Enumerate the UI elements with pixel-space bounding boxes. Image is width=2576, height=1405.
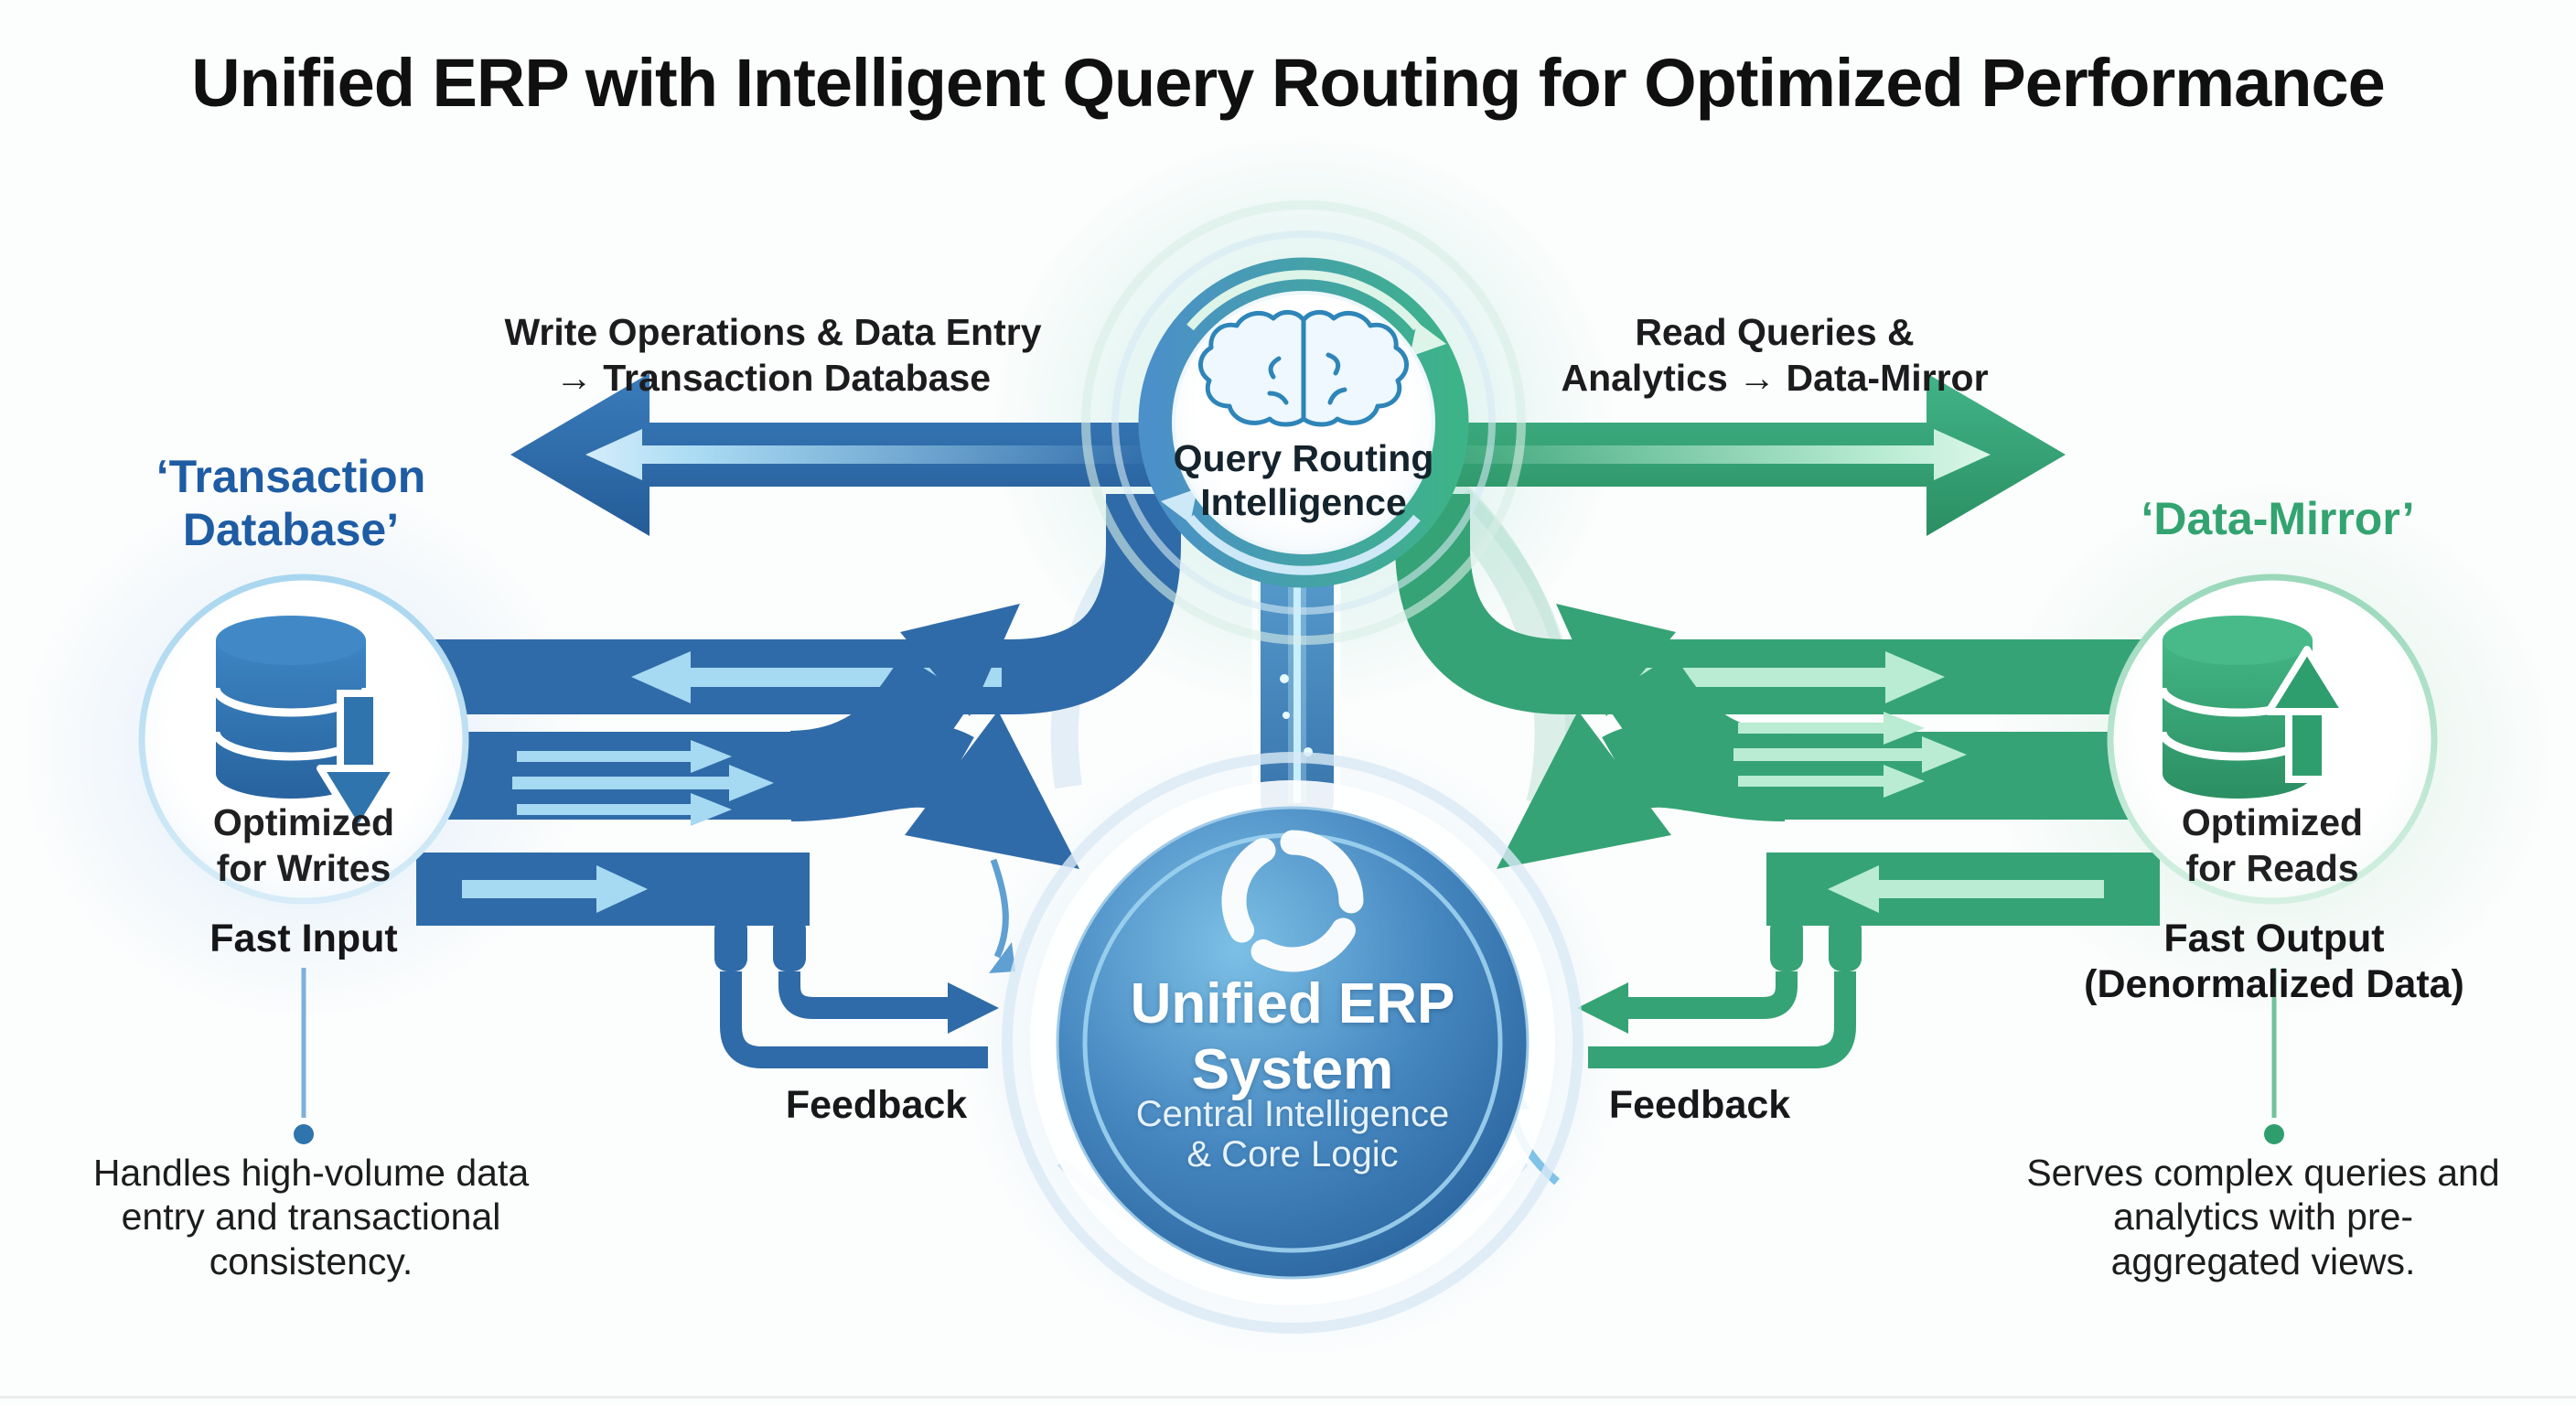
- query-router-name-line1: Query Routing: [1173, 437, 1434, 479]
- transaction-db-badge-line1: Optimized: [212, 801, 395, 843]
- read-split-arrow: [1497, 604, 2155, 869]
- read-return-band: [1395, 494, 2151, 714]
- brain-icon: [1198, 310, 1409, 427]
- read-flow-arrow: [1409, 373, 2066, 536]
- erp-name-line1: Unified ERP: [1130, 972, 1455, 1035]
- database-write-icon: [211, 616, 401, 834]
- transaction-db-description: Handles high-volume data entry and trans…: [92, 1152, 530, 1282]
- read-path-label-line1: Read Queries &: [1635, 311, 1915, 353]
- feedback-label-right: Feedback: [1608, 1083, 1791, 1127]
- write-path-label-line1: Write Operations & Data Entry: [504, 311, 1042, 353]
- feedback-label-left: Feedback: [785, 1083, 968, 1127]
- transaction-db-heading-line2: Database’: [182, 504, 400, 555]
- erp-circle: [1002, 752, 1583, 1334]
- read-path-label-line2: Analytics → Data-Mirror: [1561, 357, 1989, 399]
- data-mirror-tagline-line2: (Denormalized Data): [2084, 962, 2464, 1006]
- transaction-db-heading-line1: ‘Transaction: [156, 451, 426, 502]
- write-path-label-line2: → Transaction Database: [554, 357, 992, 399]
- write-flow-arrow: [510, 373, 1180, 536]
- erp-subtitle-line2: & Core Logic: [1186, 1134, 1399, 1174]
- query-router-name-line2: Intelligence: [1200, 481, 1407, 523]
- data-mirror-badge-line2: for Reads: [2185, 847, 2359, 889]
- page-title: Unified ERP with Intelligent Query Routi…: [191, 45, 2386, 121]
- bottom-edge-line: [0, 1396, 2576, 1399]
- write-split-arrow: [421, 604, 1079, 869]
- transaction-db-tagline: Fast Input: [209, 917, 398, 960]
- data-mirror-description: Serves complex queries and analytics wit…: [2026, 1152, 2500, 1282]
- connector-left: [294, 968, 314, 1144]
- data-mirror-badge-line1: Optimized: [2181, 801, 2364, 843]
- transaction-db-badge-line2: for Writes: [216, 847, 392, 889]
- data-mirror-tagline-line1: Fast Output: [2163, 917, 2385, 960]
- erp-subtitle-line1: Central Intelligence: [1135, 1094, 1450, 1134]
- erp-name-line2: System: [1191, 1038, 1394, 1101]
- read-feedback-pipes: [1495, 853, 2160, 1185]
- write-feedback-pipes: [416, 853, 1015, 1068]
- query-routing-ring: [1081, 200, 1526, 645]
- database-read-icon: [2158, 616, 2349, 799]
- swirl-icon: [1221, 830, 1364, 972]
- data-mirror-heading: ‘Data-Mirror’: [2141, 493, 2415, 544]
- connector-right: [2264, 968, 2284, 1144]
